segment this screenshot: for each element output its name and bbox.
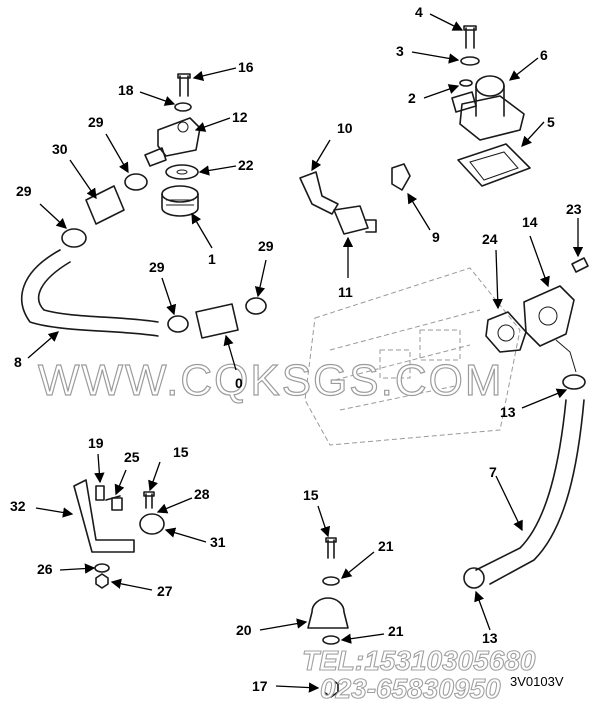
thermostat-cover-assembly [451, 25, 531, 187]
svg-text:15: 15 [173, 444, 189, 460]
svg-text:29: 29 [16, 183, 32, 199]
svg-text:16: 16 [238, 59, 254, 75]
callout-4: 4 [415, 4, 464, 31]
callout-3: 3 [396, 43, 460, 64]
callout-2: 2 [408, 84, 460, 106]
svg-text:18: 18 [118, 82, 134, 98]
callout-18: 18 [118, 82, 176, 106]
callout-15-bottom: 15 [303, 487, 331, 538]
svg-text:29: 29 [88, 114, 104, 130]
callout-10: 10 [311, 120, 353, 172]
connector-fittings [299, 163, 411, 235]
contact-telephone: TEL:15310305680 [302, 645, 536, 676]
svg-text:13: 13 [482, 630, 498, 646]
callout-26: 26 [37, 561, 96, 577]
svg-text:28: 28 [194, 486, 210, 502]
svg-text:25: 25 [124, 449, 140, 465]
svg-text:29: 29 [149, 259, 165, 275]
svg-text:2: 2 [408, 90, 416, 106]
callout-30: 30 [52, 141, 97, 200]
svg-text:10: 10 [337, 120, 353, 136]
engine-block-outline [304, 267, 521, 446]
callout-12: 12 [194, 109, 248, 132]
callout-7: 7 [489, 464, 523, 532]
svg-text:27: 27 [157, 583, 173, 599]
callout-1: 1 [191, 212, 216, 267]
callout-29-middle: 29 [149, 259, 177, 316]
svg-text:12: 12 [232, 109, 248, 125]
svg-text:5: 5 [547, 114, 555, 130]
callout-19: 19 [88, 435, 105, 484]
callout-32: 32 [10, 498, 74, 518]
callout-25: 25 [114, 449, 140, 496]
svg-text:23: 23 [566, 201, 582, 217]
svg-text:0: 0 [235, 375, 243, 391]
callout-24: 24 [482, 231, 503, 310]
svg-text:21: 21 [378, 538, 394, 554]
svg-text:7: 7 [489, 464, 497, 480]
figure-code: 3V0103V [510, 674, 564, 689]
callout-27: 27 [110, 578, 173, 599]
callout-21-lower: 21 [340, 623, 404, 644]
svg-text:4: 4 [415, 4, 423, 20]
watermark-text: WWW.CQKSGS.COM [38, 356, 504, 405]
svg-text:15: 15 [303, 487, 319, 503]
svg-text:3: 3 [396, 43, 404, 59]
callout-29-top: 29 [88, 114, 129, 174]
thermostat-housing-assembly [144, 73, 201, 217]
callout-23: 23 [566, 201, 584, 258]
callout-28: 28 [156, 486, 210, 514]
callout-16: 16 [192, 59, 254, 81]
svg-text:9: 9 [432, 229, 440, 245]
callout-29-left: 29 [16, 183, 67, 229]
callout-13-upper: 13 [500, 388, 568, 420]
callout-6: 6 [508, 47, 548, 81]
svg-text:24: 24 [482, 231, 498, 247]
svg-text:20: 20 [236, 622, 252, 638]
mounting-bracket-assembly [73, 479, 165, 589]
svg-text:30: 30 [52, 141, 68, 157]
callout-8: 8 [14, 331, 59, 370]
callout-5: 5 [521, 114, 555, 147]
svg-text:1: 1 [208, 251, 216, 267]
svg-text:29: 29 [258, 238, 274, 254]
callout-20: 20 [236, 618, 308, 638]
callout-17: 17 [252, 678, 320, 694]
svg-text:31: 31 [210, 534, 226, 550]
callout-13-lower: 13 [474, 590, 498, 646]
pipe-clamp-assembly [307, 537, 349, 698]
callout-22: 22 [198, 157, 254, 176]
svg-text:6: 6 [540, 47, 548, 63]
svg-text:14: 14 [522, 214, 538, 230]
callout-14: 14 [522, 214, 550, 288]
callout-0: 0 [223, 334, 243, 391]
svg-text:19: 19 [88, 435, 104, 451]
callout-21-upper: 21 [340, 538, 394, 579]
svg-text:8: 8 [14, 354, 22, 370]
callout-11: 11 [338, 236, 354, 300]
svg-text:32: 32 [10, 498, 26, 514]
svg-text:13: 13 [500, 404, 516, 420]
svg-text:26: 26 [37, 561, 53, 577]
callout-29-right: 29 [254, 238, 274, 298]
callout-9: 9 [407, 192, 440, 245]
svg-text:17: 17 [252, 678, 268, 694]
upper-hose-assembly [21, 173, 267, 339]
svg-text:21: 21 [388, 623, 404, 639]
svg-text:22: 22 [238, 157, 254, 173]
callout-31: 31 [164, 527, 226, 550]
water-outlet-assembly [463, 257, 589, 589]
contact-phone: 023-65830950 [320, 673, 501, 704]
svg-text:11: 11 [338, 284, 353, 300]
callout-15-left: 15 [148, 444, 189, 492]
